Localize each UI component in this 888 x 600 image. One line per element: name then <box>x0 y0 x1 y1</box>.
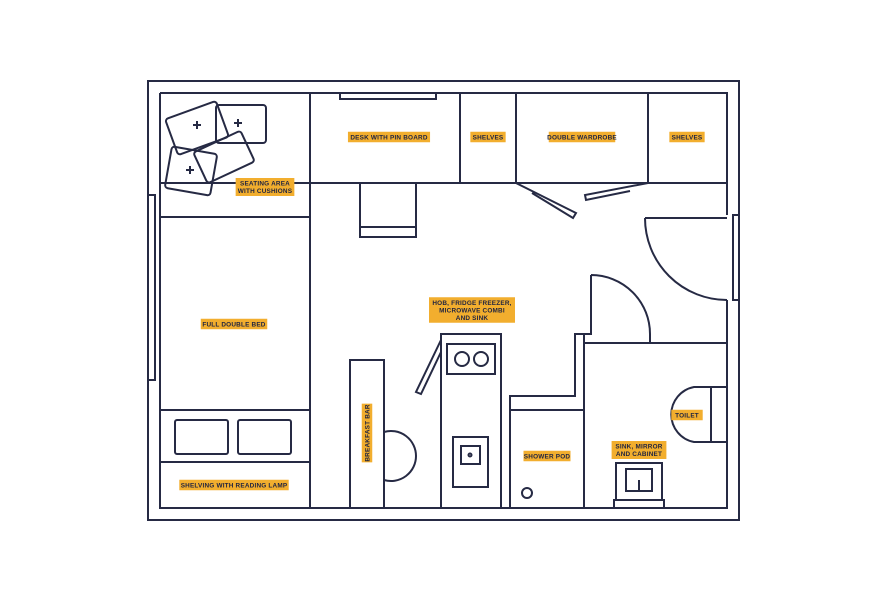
shelving-cushion-1 <box>174 419 229 455</box>
label-desk: DESK WITH PIN BOARD <box>347 131 431 143</box>
bar-stool <box>383 430 417 482</box>
label-kitchen-text: HOB, FRIDGE FREEZER, <box>432 300 511 307</box>
label-toilet-text: TOILET <box>675 412 699 419</box>
label-shelves-right: SHELVES <box>669 131 705 143</box>
window-top <box>339 92 437 100</box>
label-bed-text: FULL DOUBLE BED <box>202 321 265 328</box>
label-shelves-left: SHELVES <box>470 131 506 143</box>
toilet <box>670 386 711 443</box>
label-breakfast-bar-text: BREAKFAST BAR <box>364 404 371 461</box>
entrance-door <box>644 217 728 301</box>
label-desk-text: DESK WITH PIN BOARD <box>350 134 427 141</box>
breakfast-bar <box>349 359 385 509</box>
label-sink-text: AND CABINET <box>616 451 662 458</box>
shelving-cushion-2 <box>237 419 292 455</box>
seating-box <box>160 92 311 218</box>
cushion-icons <box>164 100 267 197</box>
label-wardrobe-text: DOUBLE WARDROBE <box>547 134 617 141</box>
wardrobe-doors <box>515 182 649 220</box>
bathroom-walls <box>509 274 727 508</box>
label-shelves-left-text: SHELVES <box>473 134 504 141</box>
label-shelving-lamp: SHELVING WITH READING LAMP <box>179 479 289 491</box>
label-breakfast-bar: BREAKFAST BAR <box>361 403 373 463</box>
label-kitchen-text: MICROWAVE COMBI <box>439 307 505 314</box>
label-shower-text: SHOWER POD <box>524 453 571 460</box>
top-furniture <box>160 93 727 508</box>
label-sink-text: SINK, MIRROR <box>615 444 662 451</box>
label-shelving-lamp-text: SHELVING WITH READING LAMP <box>181 482 288 489</box>
kitchen-unit <box>440 333 502 509</box>
label-shower: SHOWER POD <box>523 450 571 462</box>
hob <box>446 343 496 375</box>
label-toilet: TOILET <box>671 409 703 421</box>
kitchen-sink <box>452 436 489 488</box>
bed-frame <box>160 216 310 411</box>
label-wardrobe: DOUBLE WARDROBE <box>547 131 617 143</box>
label-seating-area-text: WITH CUSHIONS <box>238 188 293 195</box>
label-bed: FULL DOUBLE BED <box>200 318 268 330</box>
desk-chair <box>359 182 417 238</box>
label-kitchen-text: AND SINK <box>456 315 489 322</box>
label-shelves-right-text: SHELVES <box>672 134 703 141</box>
label-seating-area-text: SEATING AREA <box>240 181 290 188</box>
fridge-door <box>414 339 442 396</box>
